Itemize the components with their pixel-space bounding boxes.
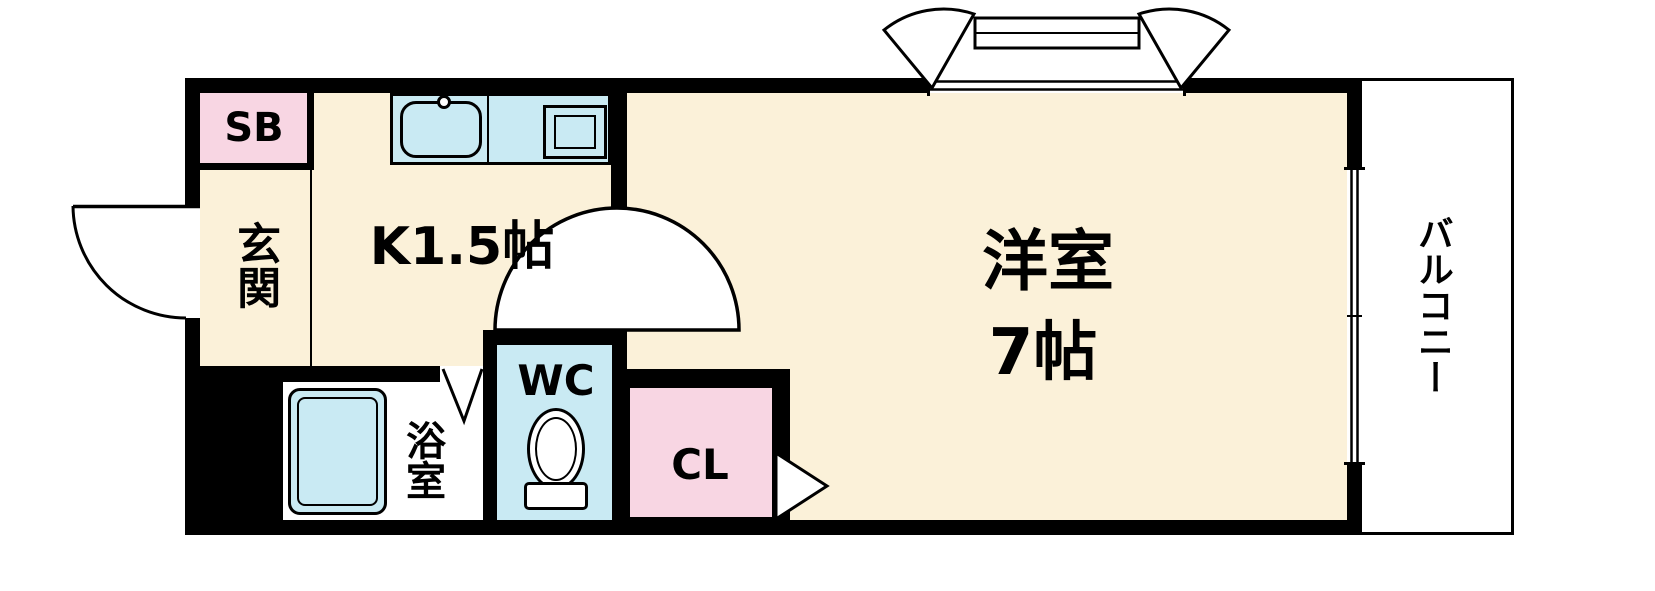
- wall-sb-bottom: [200, 163, 314, 170]
- kitchen-faucet: [437, 95, 451, 109]
- room-door-swing-arc: [493, 206, 741, 332]
- bathtub-inner-line: [297, 397, 378, 506]
- kitchen-counter-divider: [487, 96, 489, 162]
- balcony-area: [1362, 78, 1514, 535]
- bathroom-label: 浴室: [399, 420, 445, 500]
- casement-wing-left: [881, 7, 977, 91]
- toilet-tank: [524, 482, 588, 510]
- entrance-label: 玄関: [229, 221, 281, 309]
- kitchen-stove: [543, 105, 607, 159]
- entrance-step-line: [310, 170, 312, 366]
- wall-closet-top: [627, 369, 790, 385]
- balcony-label: バルコニー: [1411, 215, 1453, 395]
- wall-bath-wc: [483, 345, 497, 535]
- toilet-bowl: [527, 408, 585, 490]
- bathtub: [288, 388, 387, 515]
- western-room-label: 洋室: [982, 223, 1114, 301]
- casement-wing-right: [1136, 7, 1232, 91]
- kitchen-label: K1.5帖: [369, 216, 555, 277]
- closet-label: CL: [671, 439, 729, 489]
- kitchen-stove-inner: [554, 115, 596, 149]
- shoe-box-label: SB: [224, 105, 284, 151]
- western-room-size-label: 7帖: [988, 316, 1098, 391]
- toilet-seat: [535, 417, 577, 481]
- wall-kitchen-room-stub: [611, 93, 627, 209]
- closet-door-marker: [774, 450, 830, 522]
- toilet-label: WC: [517, 355, 595, 405]
- wall-wc-top: [483, 330, 627, 345]
- bathroom-folding-door: [441, 368, 484, 426]
- entrance-opening: [185, 205, 200, 318]
- wall-corner-chunk: [200, 366, 283, 535]
- wall-wc-room: [612, 345, 627, 535]
- shoe-box-area: [200, 93, 307, 163]
- closet-area: [627, 385, 775, 520]
- entrance-door-swing-arc: [71, 205, 187, 320]
- wall-sb-right: [307, 93, 314, 170]
